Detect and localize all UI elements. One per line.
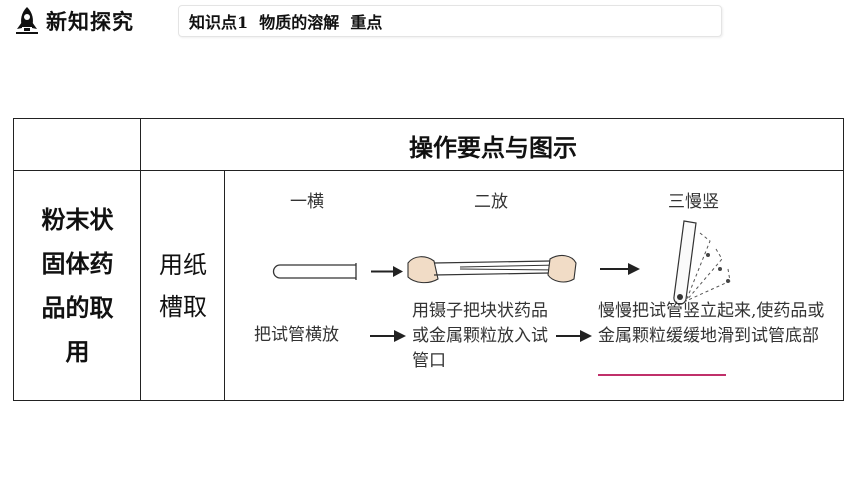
test-tube-horizontal [272, 263, 403, 280]
arrow-right-icon [600, 263, 640, 275]
method-label: 用纸槽取 [159, 251, 207, 321]
topic-text: 知识点1 物质的溶解 重点 [189, 13, 383, 32]
topic-banner: 知识点1 物质的溶解 重点 [178, 5, 722, 37]
method-cell: 用纸槽取 [141, 171, 225, 401]
section-title: 新知探究 [46, 9, 134, 34]
step-1-name: 一横 [290, 192, 324, 212]
category-cell: 粉末状固体药品的取用 [14, 171, 141, 401]
column-header: 操作要点与图示 [409, 133, 577, 162]
tweezers-placing-illustration [407, 254, 577, 284]
step-2-description: 用镊子把块状药品或金属颗粒放入试管口 [412, 301, 548, 371]
step-1-description: 把试管横放 [254, 325, 339, 345]
tube-tilting-illustration [673, 220, 731, 305]
step-3-name: 三慢竖 [668, 192, 719, 212]
arrow-right-icon [556, 330, 592, 342]
section-header: 新知探究 [14, 4, 134, 38]
highlight-underline [598, 374, 726, 376]
illustration-cell: 一横 二放 三慢竖 [226, 171, 845, 401]
operation-table: 操作要点与图示 粉末状固体药品的取用 用纸槽取 一横 二放 三慢竖 [13, 118, 844, 401]
category-label: 粉末状固体药品的取用 [41, 206, 114, 366]
step-3-description: 慢慢把试管竖立起来,使药品或金属颗粒缓缓地滑到试管底部 [598, 301, 825, 346]
arrow-right-icon [370, 330, 406, 342]
step-2-name: 二放 [474, 192, 508, 212]
rocket-icon [16, 7, 38, 34]
